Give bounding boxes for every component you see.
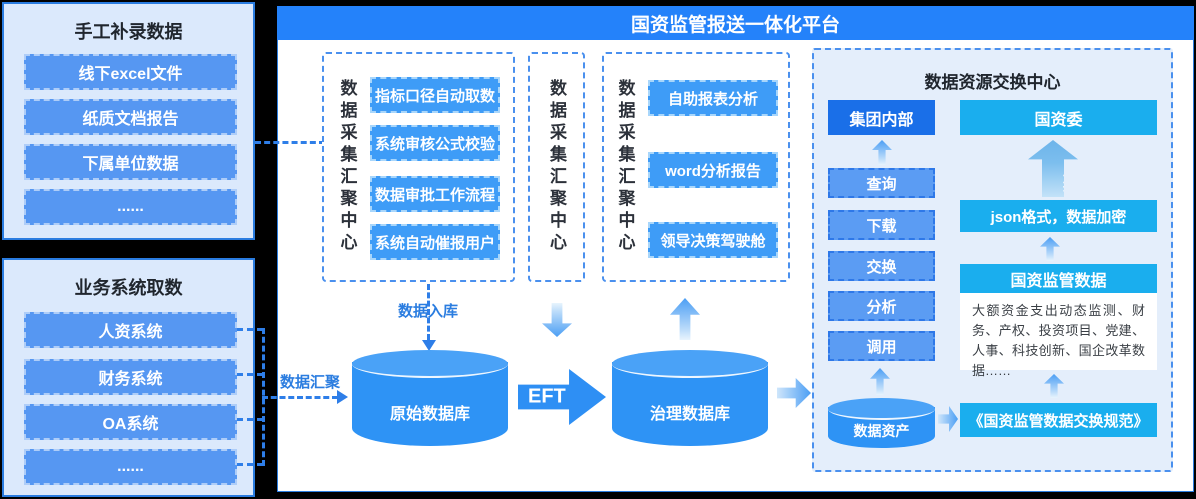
spec-box: 《国资监管数据交换规范》 [960,403,1157,437]
feature-box: 自助报表分析 [648,80,778,116]
business-systems-title: 业务系统取数 [74,278,183,298]
business-systems-panel: 业务系统取数 人资系统 财务系统 OA系统 ...... [2,258,255,497]
action-box: 交换 [828,251,935,281]
platform-header: 国资监管报送一体化平台 [277,6,1194,40]
raw-database-cylinder: 原始数据库 [352,350,508,446]
connector-stub [237,328,263,331]
data-asset-label: 数据资产 [853,423,910,439]
aggregate-flow-line [262,396,338,399]
feature-box: 指标口径自动取数 [370,77,500,113]
feature-box: 领导决策驾驶舱 [648,222,778,258]
action-box: 查询 [828,168,935,198]
feature-box: 系统自动催报用户 [370,224,500,260]
regulatory-data-body: 大额资金支出动态监测、财务、产权、投资项目、党建、人事、科技创新、国企改革数据…… [960,293,1157,378]
eft-label: EFT [528,385,566,408]
collect-center-3-label-wrap: 数据采集汇聚中心 [608,52,642,282]
collect-center-1-label-wrap: 数据采集汇聚中心 [330,52,364,282]
list-item: ...... [24,449,237,485]
collect-center-2-label: 数据采集汇聚中心 [547,79,566,255]
manual-data-flow-line [255,141,325,144]
aggregate-flow-label: 数据汇聚 [280,374,341,391]
json-format-box: json格式，数据加密 [960,200,1157,232]
feature-box: 数据审批工作流程 [370,176,500,212]
governed-database-label: 治理数据库 [649,405,730,423]
collect-center-2-label-wrap: 数据采集汇聚中心 [528,52,585,282]
connector-stub [237,418,263,421]
data-asset-cylinder: 数据资产 [828,398,935,448]
connector-stub [237,373,263,376]
platform-title: 国资监管报送一体化平台 [630,14,840,36]
manual-data-title: 手工补录数据 [74,22,183,42]
action-box: 下载 [828,210,935,240]
arrow-head-icon [422,340,436,351]
raw-database-label: 原始数据库 [389,405,470,423]
list-item: ...... [24,189,237,225]
action-box: 调用 [828,331,935,361]
action-box: 分析 [828,291,935,321]
ingest-flow-label: 数据入库 [398,303,459,320]
list-item: 线下excel文件 [24,54,237,90]
collect-center-1-label: 数据采集汇聚中心 [337,79,357,255]
governed-database-cylinder: 治理数据库 [612,350,768,446]
feature-box: word分析报告 [648,152,778,188]
list-item: 纸质文档报告 [24,99,237,135]
list-item: 下属单位数据 [24,144,237,180]
manual-data-panel: 手工补录数据 线下excel文件 纸质文档报告 下属单位数据 ...... [2,2,255,240]
connector-stub [237,463,263,466]
collect-center-3-label: 数据采集汇聚中心 [615,79,635,255]
regulatory-data-title: 国资监管数据 [960,264,1157,293]
collect-center-2 [528,52,585,282]
arrow-head-icon [337,390,348,404]
sasac-box-top: 国资委 [960,100,1157,135]
list-item: OA系统 [24,404,237,440]
exchange-center-title: 数据资源交换中心 [924,73,1061,92]
list-item: 人资系统 [24,312,237,348]
feature-box: 系统审核公式校验 [370,125,500,161]
group-internal-box-top: 集团内部 [828,100,935,135]
ingest-flow-line [427,284,430,340]
list-item: 财务系统 [24,359,237,395]
